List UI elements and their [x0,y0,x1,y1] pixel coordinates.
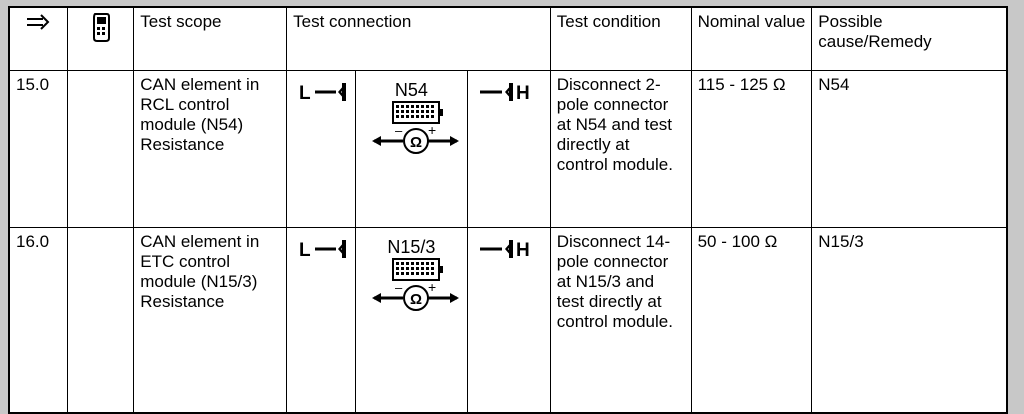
connection-right-terminal: H [467,70,551,228]
connection-left-terminal: L [286,70,356,228]
svg-text:H: H [516,83,530,104]
svg-text:–: – [395,280,403,295]
svg-text:H: H [516,240,530,261]
connection-left-terminal: L [286,227,356,414]
row-tool-cell [66,70,135,228]
header-test-connection: Test connection [286,6,551,71]
handheld-tester-icon [66,6,135,71]
svg-text:+: + [428,122,436,138]
svg-text:+: + [428,279,436,295]
connection-device-label: N15/3 [387,237,436,257]
row-possible-cause: N15/3 [811,227,1008,414]
header-nominal-value: Nominal value [690,6,813,71]
connection-measurement-diagram: N54 [354,70,469,228]
svg-text:–: – [395,123,403,138]
row-test-condition: Disconnect 14-pole connector at N15/3 an… [549,227,692,414]
header-test-scope: Test scope [133,6,288,71]
table-row: 15.0 CAN element in RCL control module (… [8,70,1008,228]
step-arrow-icon [8,6,68,71]
row-possible-cause: N54 [811,70,1008,228]
svg-text:Ω: Ω [410,134,422,151]
row-number: 15.0 [8,70,68,228]
connection-device-label: N54 [394,80,428,100]
svg-text:L: L [299,83,311,104]
table-row: 16.0 CAN element in ETC control module (… [8,227,1008,414]
row-test-condition: Disconnect 2-pole connector at N54 and t… [549,70,692,228]
row-nominal-value: 50 - 100 Ω [690,227,813,414]
document-page: Test scope Test connection Test conditio… [8,6,1008,414]
svg-text:Ω: Ω [410,291,422,308]
connection-right-terminal: H [467,227,551,414]
row-test-scope: CAN element in RCL control module (N54) … [133,70,288,228]
header-possible-cause: Possible cause/Remedy [811,6,1008,71]
row-nominal-value: 115 - 125 Ω [690,70,813,228]
row-test-scope: CAN element in ETC control module (N15/3… [133,227,288,414]
table-header-row: Test scope Test connection Test conditio… [8,6,1008,71]
row-number: 16.0 [8,227,68,414]
header-test-condition: Test condition [549,6,692,71]
connection-measurement-diagram: N15/3 [354,227,469,414]
svg-text:L: L [299,240,311,261]
diagnostic-test-table: Test scope Test connection Test conditio… [8,6,1008,414]
row-tool-cell [66,227,135,414]
